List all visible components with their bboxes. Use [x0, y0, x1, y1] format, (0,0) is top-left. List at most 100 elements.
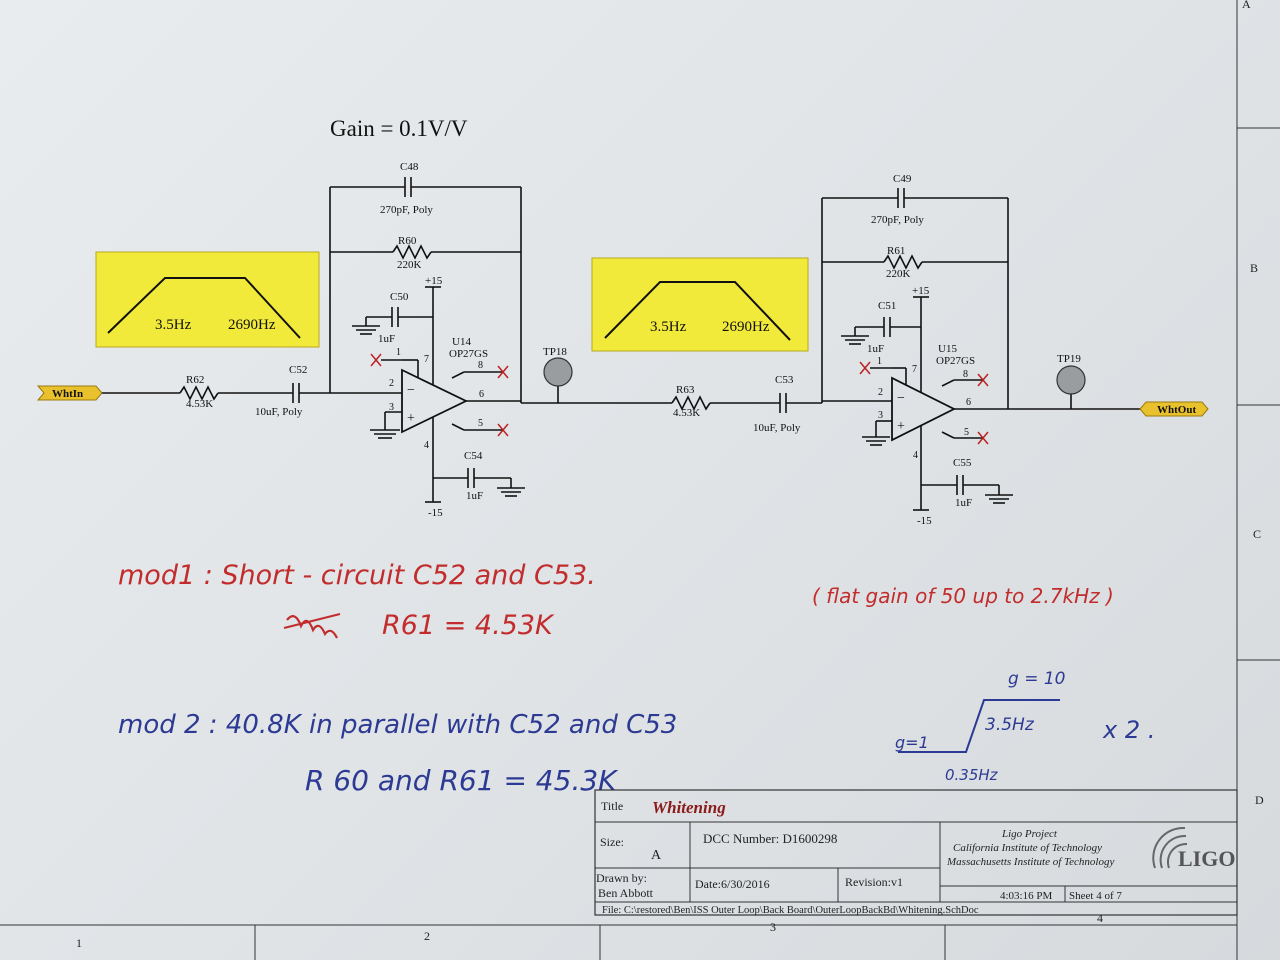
resistor-r60	[392, 244, 432, 260]
tp19-ref: TP19	[1057, 353, 1081, 365]
c50-value: 1uF	[378, 333, 395, 345]
r61-ref: R61	[887, 245, 905, 257]
output-port: WhtOut	[1139, 401, 1209, 417]
sketch-multiplier: x 2 .	[1102, 716, 1155, 744]
revision: Revision:v1	[845, 875, 903, 889]
c51-value: 1uF	[867, 343, 884, 355]
u14-pin5: 5	[478, 418, 483, 429]
col-label-3: 3	[770, 920, 776, 934]
c53-value: 10uF, Poly	[753, 422, 801, 434]
annotation-mod1: mod1 : Short - circuit C52 and C53. R61 …	[118, 560, 1114, 641]
sketch-f-low: 0.35Hz	[945, 766, 999, 784]
u14-pin3: 3	[389, 402, 394, 413]
sketch-g-high: g = 10	[1008, 669, 1065, 689]
r60-ref: R60	[398, 235, 417, 247]
u15-pin5: 5	[964, 427, 969, 438]
u14-pin1: 1	[396, 347, 401, 358]
u14-pin4: 4	[424, 440, 429, 451]
resistor-r62	[179, 385, 219, 401]
svg-text:+: +	[897, 419, 905, 434]
col-label-4: 4	[1097, 911, 1103, 925]
size-value: A	[651, 848, 662, 863]
ground-c51	[841, 335, 869, 345]
ligo-logo-text: LIGO	[1178, 846, 1235, 871]
drawn-by-name: Ben Abbott	[598, 886, 654, 900]
ligo-logo: LIGO	[1152, 826, 1235, 871]
u15-pos-rail: +15	[912, 285, 930, 297]
filter2-high: 2690Hz	[722, 319, 770, 335]
print-time: 4:03:16 PM	[1000, 890, 1052, 902]
r63-value: 4.53K	[673, 407, 700, 419]
c53-ref: C53	[775, 374, 794, 386]
mod2-line2: R 60 and R61 = 45.3K	[305, 764, 619, 797]
c52-ref: C52	[289, 364, 307, 376]
svg-text:+: +	[407, 411, 415, 426]
u14-pin6: 6	[479, 389, 484, 400]
input-port: WhtIn	[36, 385, 103, 401]
ground-c55	[985, 494, 1013, 504]
u15-ref: U15	[938, 343, 957, 355]
r61-value: 220K	[886, 268, 911, 280]
u15-pin1: 1	[877, 356, 882, 367]
mod1-line2: R61 = 4.53K	[382, 610, 555, 641]
sheet-number: Sheet 4 of 7	[1069, 890, 1122, 902]
resistor-r61	[883, 254, 923, 270]
drawing-title: Whitening	[652, 798, 726, 817]
r63-ref: R63	[676, 384, 695, 396]
u15-part: OP27GS	[936, 355, 975, 367]
col-label-2: 2	[424, 929, 430, 943]
output-port-label: WhtOut	[1157, 404, 1196, 416]
u15-pin6: 6	[966, 397, 971, 408]
mod1-note: ( flat gain of 50 up to 2.7kHz )	[812, 584, 1114, 608]
row-label-d: D	[1255, 793, 1264, 807]
u15-pin7: 7	[912, 364, 917, 375]
c51-ref: C51	[878, 300, 896, 312]
ground-u15-in	[862, 436, 890, 446]
annotation-mod2: mod 2 : 40.8K in parallel with C52 and C…	[118, 710, 677, 797]
svg-text:−: −	[407, 383, 415, 398]
sketch-f-high: 3.5Hz	[985, 715, 1035, 735]
c54-value: 1uF	[466, 490, 483, 502]
ground-c50	[352, 325, 380, 335]
r60-value: 220K	[397, 259, 422, 271]
col-label-1: 1	[76, 936, 82, 950]
c48-value: 270pF, Poly	[380, 204, 433, 216]
c54-ref: C54	[464, 450, 483, 462]
u14-pin2: 2	[389, 378, 394, 389]
filter2-low: 3.5Hz	[650, 319, 687, 335]
opamp-u15	[891, 376, 957, 442]
drawn-by-label: Drawn by:	[596, 871, 647, 885]
title-label: Title	[601, 799, 623, 813]
input-port-label: WhtIn	[52, 388, 83, 400]
mod2-line1: mod 2 : 40.8K in parallel with C52 and C…	[118, 710, 677, 740]
u14-part: OP27GS	[449, 348, 488, 360]
ground-u14-in	[370, 429, 400, 439]
u15-neg-rail: -15	[917, 515, 932, 527]
row-label-a: A	[1242, 0, 1251, 11]
dcc-number: DCC Number: D1600298	[703, 831, 837, 846]
c48-ref: C48	[400, 161, 419, 173]
opamp-u14	[401, 368, 469, 434]
row-label-c: C	[1253, 527, 1261, 541]
c50-ref: C50	[390, 291, 409, 303]
c52-value: 10uF, Poly	[255, 406, 303, 418]
resistor-r63	[671, 395, 711, 411]
sketch-response: g = 10 g=1 3.5Hz 0.35Hz x 2 .	[895, 669, 1155, 784]
scribble-strikeout	[283, 613, 341, 639]
u14-neg-rail: -15	[428, 507, 443, 519]
c49-value: 270pF, Poly	[871, 214, 924, 226]
u15-pin4: 4	[913, 450, 918, 461]
org-line1: Ligo Project	[1001, 828, 1058, 840]
u14-pos-rail: +15	[425, 275, 443, 287]
testpoint-tp19	[1056, 365, 1086, 395]
svg-text:−: −	[897, 391, 905, 406]
tp18-ref: TP18	[543, 346, 567, 358]
filter1-low: 3.5Hz	[155, 317, 192, 333]
mod1-line1: mod1 : Short - circuit C52 and C53.	[118, 560, 596, 591]
row-label-b: B	[1250, 261, 1258, 275]
u14-ref: U14	[452, 336, 471, 348]
r62-ref: R62	[186, 374, 204, 386]
size-label: Size:	[600, 835, 624, 849]
